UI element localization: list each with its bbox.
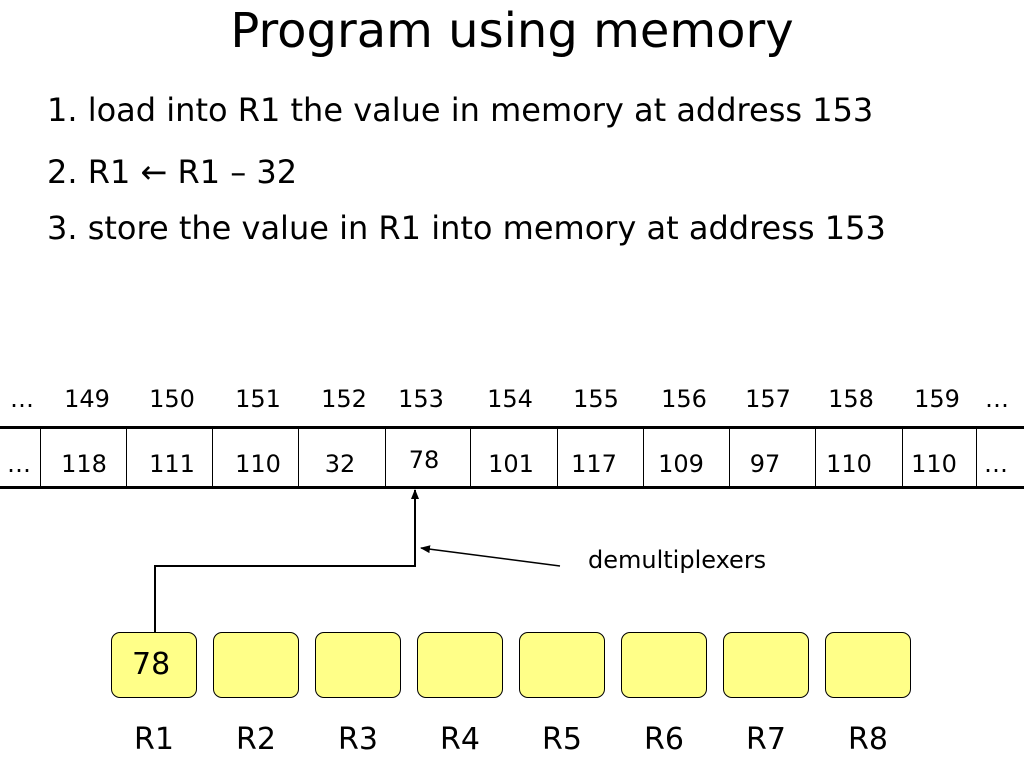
- memory-cell-divider: [976, 429, 977, 487]
- memory-address-ellipsis-left: …: [10, 385, 34, 413]
- memory-address-ellipsis-right: …: [985, 385, 1009, 413]
- register-r4: [417, 632, 503, 698]
- memory-cell-158: 110: [826, 450, 872, 478]
- memory-cell-153: 78: [408, 446, 440, 474]
- register-r8: [825, 632, 911, 698]
- memory-address-155: 155: [573, 385, 619, 413]
- register-r2: [213, 632, 299, 698]
- memory-cell-ellipsis-left: …: [7, 450, 31, 478]
- memory-cell-150: 111: [149, 450, 195, 478]
- memory-cell-divider: [126, 429, 127, 487]
- memory-cell-divider: [212, 429, 213, 487]
- register-r6: [621, 632, 707, 698]
- memory-address-154: 154: [487, 385, 533, 413]
- memory-cell-155: 117: [571, 450, 617, 478]
- memory-address-152: 152: [321, 385, 367, 413]
- memory-cell-157: 97: [749, 450, 781, 478]
- memory-cell-divider: [385, 429, 386, 487]
- memory-address-159: 159: [914, 385, 960, 413]
- step-1: 1. load into R1 the value in memory at a…: [47, 91, 874, 129]
- slide-title: Program using memory: [230, 3, 794, 59]
- memory-top-border: [0, 426, 1024, 429]
- register-r1-value: 78: [132, 647, 171, 682]
- memory-address-150: 150: [149, 385, 195, 413]
- memory-cell-ellipsis-right: …: [984, 450, 1008, 478]
- memory-cell-159: 110: [911, 450, 957, 478]
- step-3: 3. store the value in R1 into memory at …: [47, 209, 886, 247]
- memory-cell-152: 32: [324, 450, 356, 478]
- memory-address-151: 151: [235, 385, 281, 413]
- register-label-r6: R6: [644, 722, 684, 757]
- memory-cell-149: 118: [61, 450, 107, 478]
- register-label-r4: R4: [440, 722, 480, 757]
- memory-address-157: 157: [745, 385, 791, 413]
- data-path-wire: [154, 489, 419, 632]
- memory-address-153: 153: [398, 385, 444, 413]
- register-r3: [315, 632, 401, 698]
- register-label-r1: R1: [134, 722, 174, 757]
- memory-address-158: 158: [828, 385, 874, 413]
- register-label-r2: R2: [236, 722, 276, 757]
- register-label-r7: R7: [746, 722, 786, 757]
- register-label-r5: R5: [542, 722, 582, 757]
- memory-cell-151: 110: [235, 450, 281, 478]
- memory-cell-divider: [902, 429, 903, 487]
- memory-address-156: 156: [661, 385, 707, 413]
- demultiplexer-pointer-arrow: [420, 545, 561, 567]
- memory-cell-divider: [40, 429, 41, 487]
- register-label-r3: R3: [338, 722, 378, 757]
- memory-cell-divider: [557, 429, 558, 487]
- register-r5: [519, 632, 605, 698]
- memory-cell-divider: [298, 429, 299, 487]
- step-2: 2. R1 ← R1 – 32: [47, 153, 298, 191]
- memory-cell-divider: [815, 429, 816, 487]
- memory-cell-divider: [729, 429, 730, 487]
- register-r7: [723, 632, 809, 698]
- memory-cell-divider: [643, 429, 644, 487]
- demultiplexer-label: demultiplexers: [588, 546, 767, 574]
- register-r1: 78: [111, 632, 197, 698]
- memory-cell-156: 109: [658, 450, 704, 478]
- memory-address-149: 149: [64, 385, 110, 413]
- memory-bottom-border: [0, 486, 1024, 489]
- memory-cell-154: 101: [488, 450, 534, 478]
- memory-cell-divider: [470, 429, 471, 487]
- register-label-r8: R8: [848, 722, 888, 757]
